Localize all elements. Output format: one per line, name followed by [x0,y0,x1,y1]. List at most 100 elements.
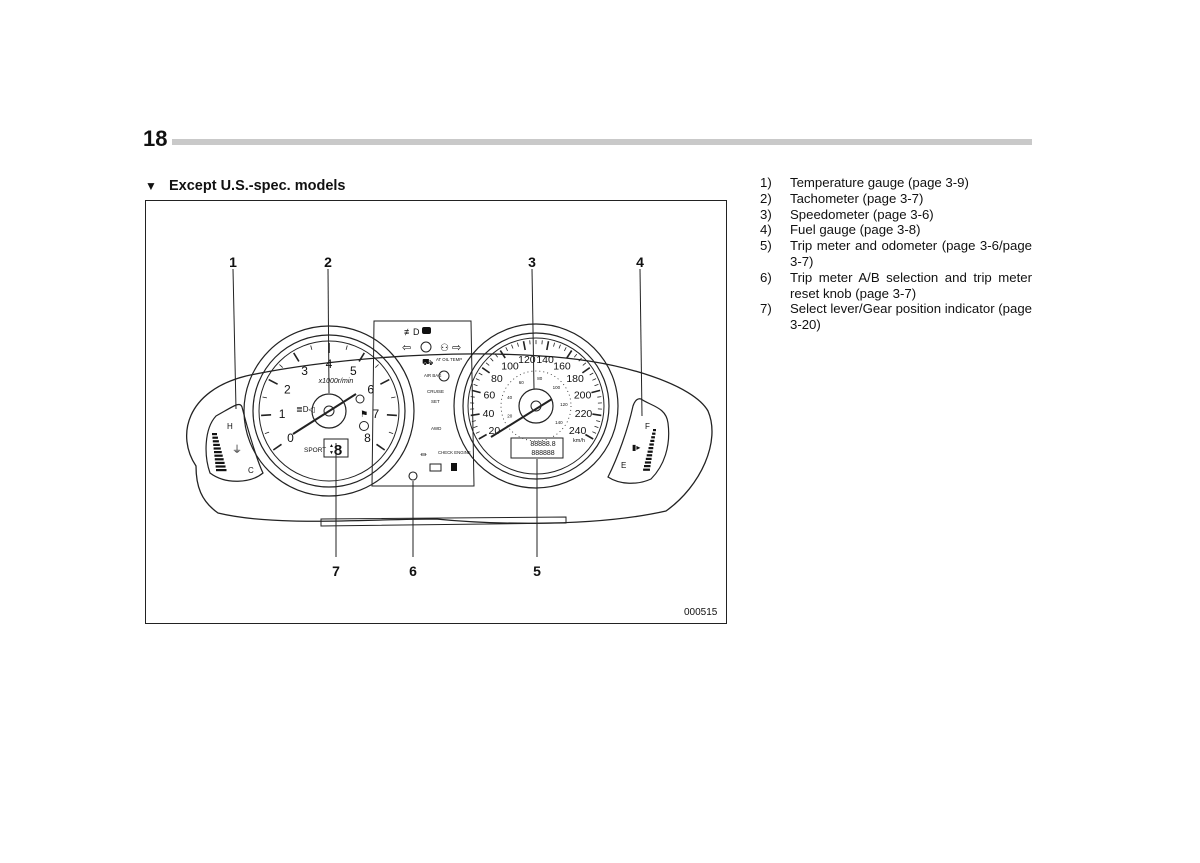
callout-2: 2 [324,254,332,270]
speedometer-bezel-outer [453,323,619,489]
speedometer-tick-label: 180 [566,373,584,385]
left-turn-signal-icon: ⇦ [402,342,411,354]
callout-5: 5 [533,563,541,579]
parking-brake-icon [420,341,432,353]
speedometer-tick-label: 20 [489,425,501,437]
speedometer-inner-tick-label: 60 [519,380,525,385]
speedometer-tick [471,420,476,422]
speedometer-tick [490,357,494,362]
leader-line-4 [639,268,643,417]
fuel-gauge-pod [607,398,670,484]
tachometer-tick [388,431,394,434]
speedometer-tick [582,362,587,366]
charge-warning-icon [429,463,442,472]
tachometer-tick-label: 8 [364,431,371,445]
brake-warning-icon [355,394,365,404]
speedometer-hub [518,388,554,424]
cluster-housing [186,353,713,524]
odometer-digits: 88888.8 [530,441,555,448]
speedometer-tick [592,378,597,381]
speedometer-tick [471,389,481,394]
speedometer-tick [499,350,506,359]
gear-position-digit: 8 [334,442,342,459]
speedometer-tick [564,347,567,352]
fuel-pump-icon: ▮▸ [632,443,640,452]
speedometer-tick [589,372,594,376]
speedometer-tick [585,433,594,440]
speedometer-tick [511,344,514,349]
legend-item-text: Speedometer (page 3-6) [790,206,934,222]
speedometer-inner-tick-label: 100 [553,385,561,390]
temperature-scale-segment [213,443,220,446]
fuel-scale-segment [652,432,656,435]
callout-6: 6 [409,563,417,579]
tachometer-tick [358,352,365,362]
speedometer-tick [522,341,526,351]
right-turn-signal-icon: ⇨ [452,342,461,354]
legend-item-text: Fuel gauge (page 3-8) [790,222,921,238]
awd-label: AWD [431,426,442,431]
fuel-scale-segment [648,447,654,450]
speedometer-tick [596,420,601,422]
speedometer-tick-label: 120 [518,354,536,366]
fuel-scale-segment [644,465,651,468]
tachometer-mode-label: SPORT [304,447,326,454]
speedometer-tick-label: 80 [491,373,503,385]
temperature-hot-label: H [227,422,233,431]
legend-item: 7)Select lever/Gear position indicator (… [760,301,1032,333]
tachometer-tick-label: 1 [279,407,286,421]
speedometer-unit: km/h [573,438,585,444]
speedometer-tick [566,350,573,359]
temperature-scale-segment [214,454,223,457]
legend-item-number: 5) [760,238,772,254]
speedometer-needle [490,398,553,438]
tachometer-tick [264,431,270,434]
speedometer-tick-label: 200 [574,390,592,402]
leader-line-2 [327,268,330,394]
check-engine-label: CHECK ENGINE [438,450,471,455]
speedometer-tick [546,341,550,351]
speedometer-tick [475,378,480,381]
tachometer-tick [293,352,300,362]
gear-down-indicator-icon: ▼ [329,450,334,456]
temperature-scale-segment [214,458,224,461]
speedometer-inner-scale [500,370,572,442]
legend-item: 2)Tachometer (page 3-7) [760,191,1032,207]
temperature-scale-segment [216,469,227,472]
tire-pressure-warning-icon [359,421,369,431]
speedometer-bezel-inner [462,332,610,480]
tachometer-tick [262,396,267,399]
temperature-cold-label: C [248,466,254,475]
speedometer-inner-tick-label: 120 [560,402,568,407]
figure-id: 000515 [684,607,718,618]
tachometer-tick [345,345,348,350]
temperature-scale-segment [215,465,226,468]
legend-item-text: Trip meter and odometer (page 3-6/page 3… [790,238,1032,269]
speedometer-tick [592,413,602,417]
low-fuel-warning-icon [451,463,457,471]
at-oil-temp-label: AT OIL TEMP [436,357,462,362]
tachometer-unit: x1000r/min [318,378,354,385]
vehicle-dynamics-icon: ⛟ [422,357,433,367]
speedometer-tick [581,367,591,374]
tachometer-tick-label: 5 [350,364,357,378]
fuel-scale-segment [647,450,653,453]
tachometer-tick [391,396,396,399]
speedometer-inner-tick-label: 20 [507,414,513,419]
fuel-scale-segment [649,443,654,446]
speedometer-tick [481,367,491,374]
speedometer-tick [473,425,478,428]
tachometer-tick [310,345,313,350]
trip-reset-knob [408,471,418,481]
speedometer-tick [494,353,499,358]
tachometer-tick [279,364,283,368]
speedometer-tick [478,372,483,376]
legend-item-number: 3) [760,206,772,222]
leader-line-1 [232,268,237,410]
legend-item-number: 2) [760,190,772,206]
tachometer-tick-label: 0 [287,431,294,445]
leader-line-3 [531,268,535,390]
